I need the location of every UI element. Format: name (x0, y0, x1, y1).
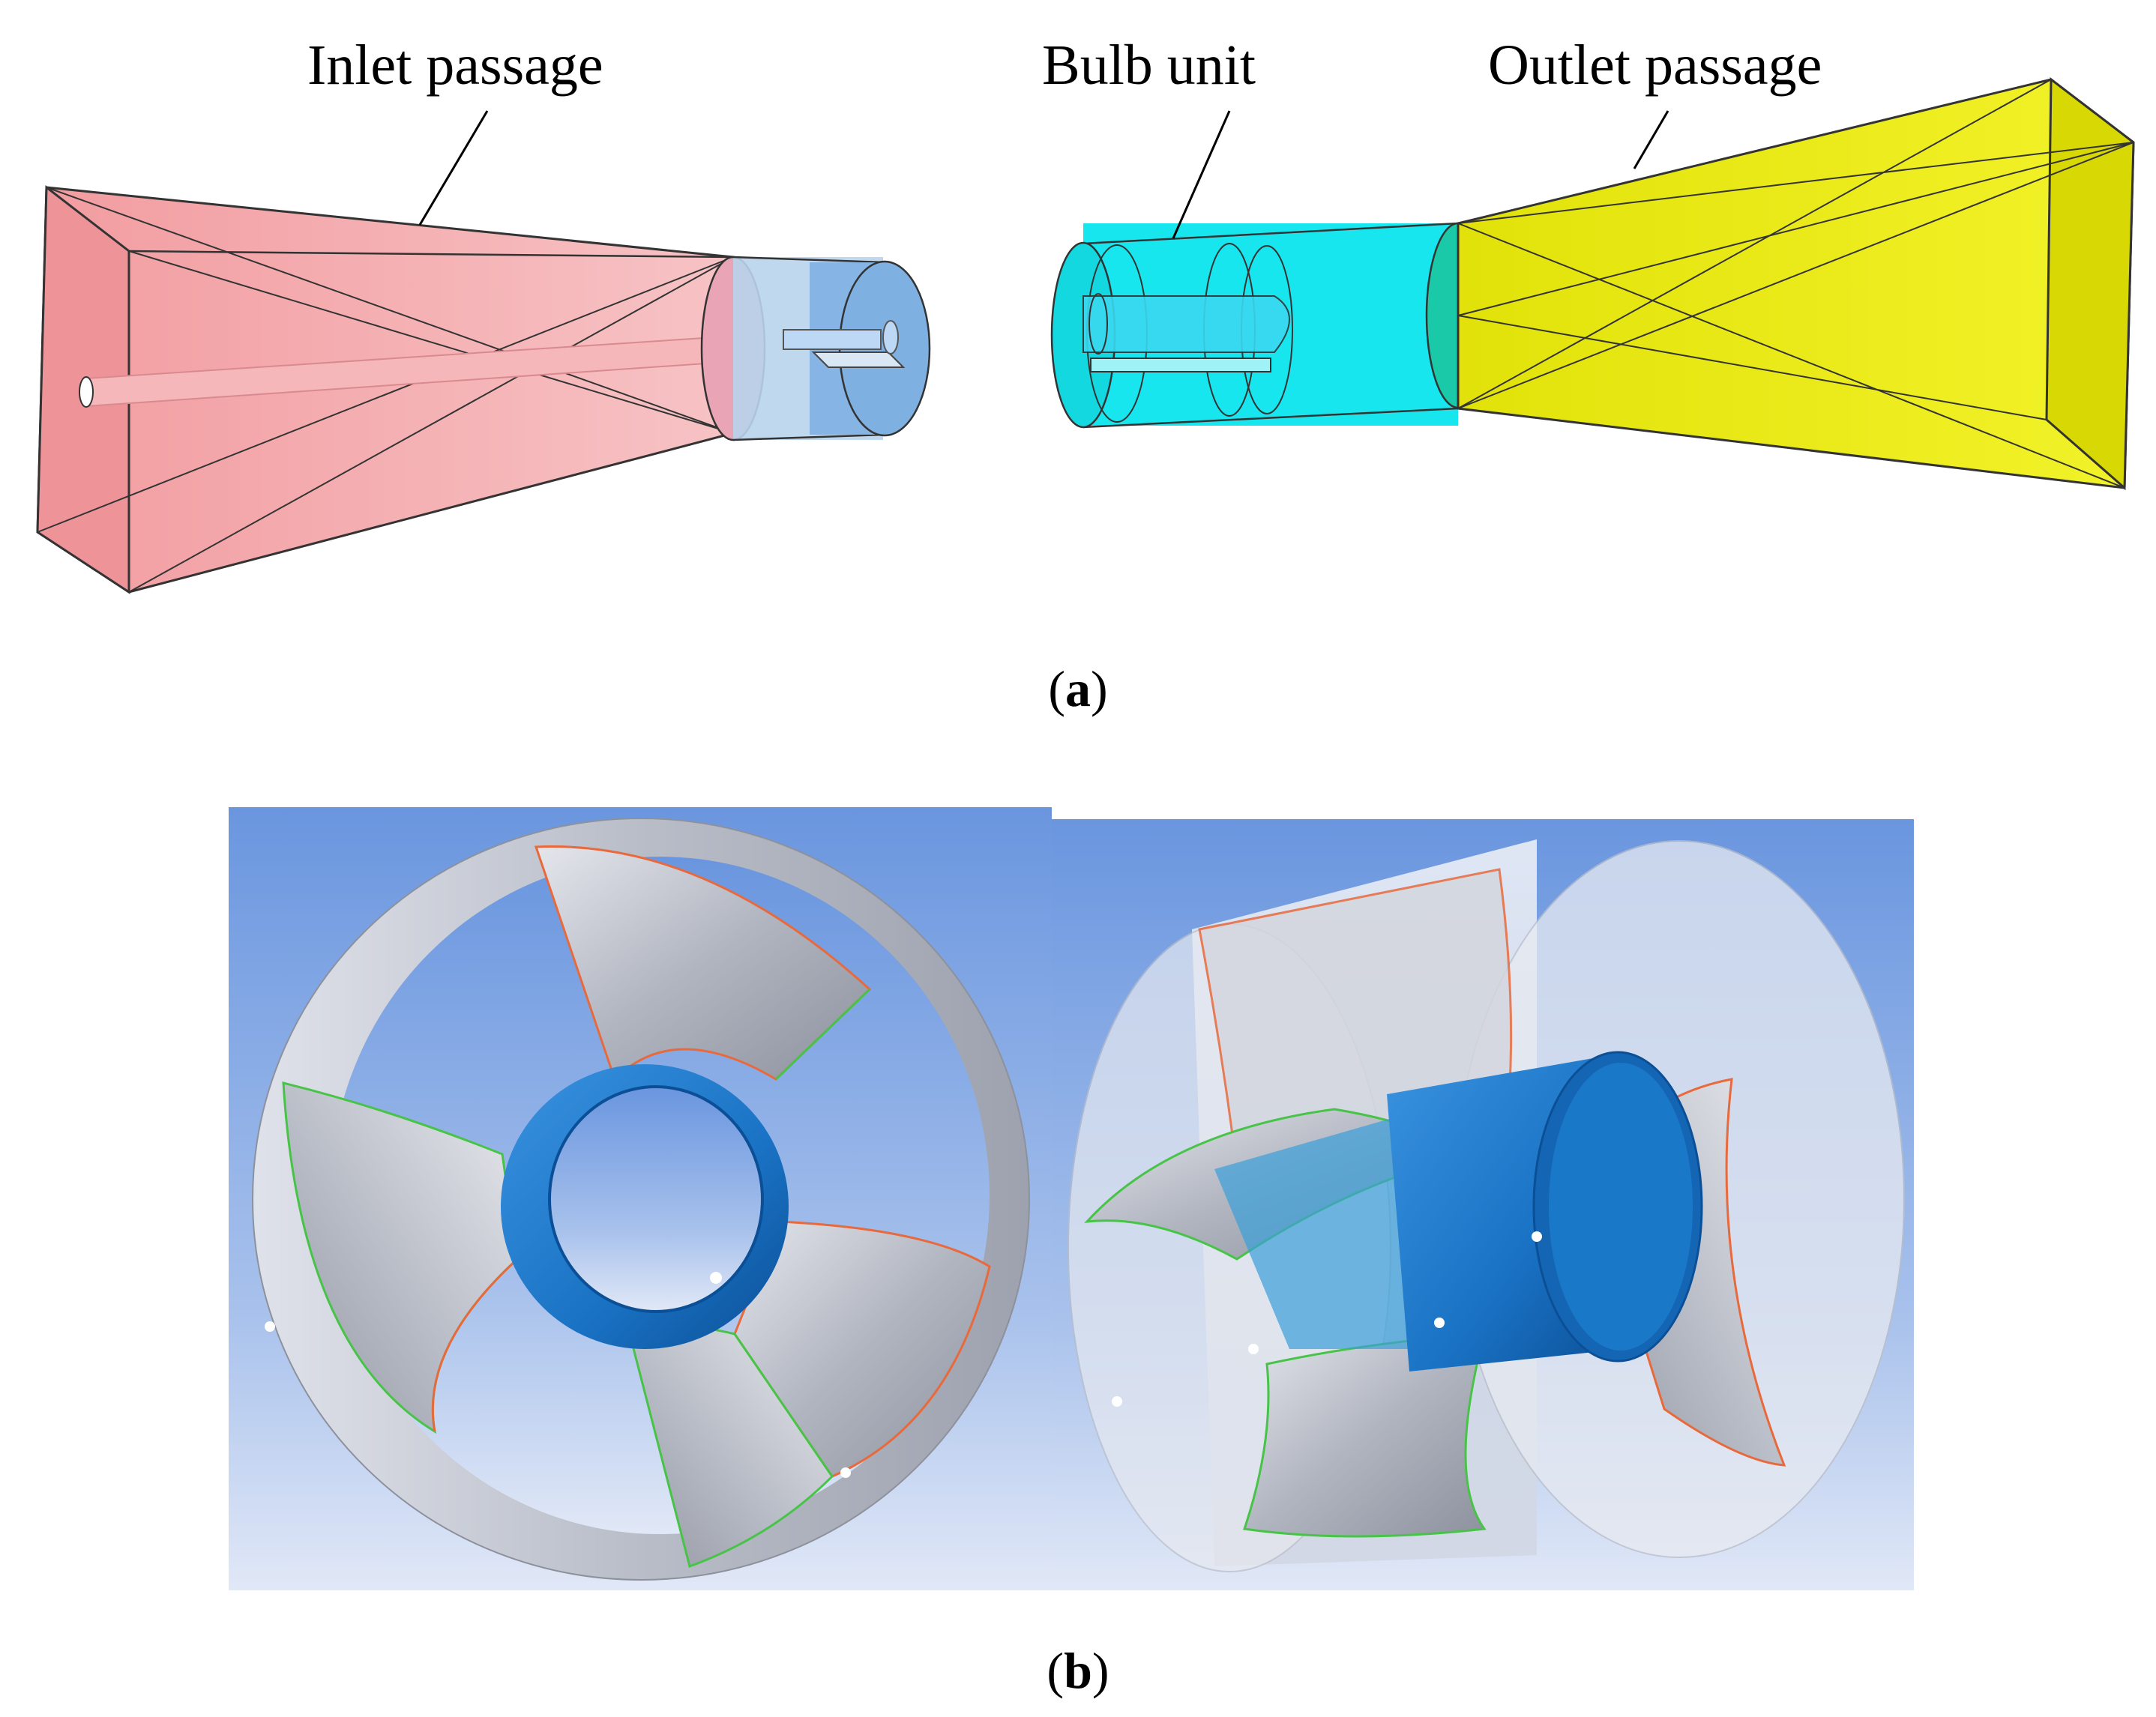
outlet-passage-label: Outlet passage (1488, 34, 1822, 97)
figure-a: Inlet passage Bulb unit Outlet passage (36, 34, 2135, 594)
blade-top (534, 845, 872, 1081)
bulb-leader-line (1172, 110, 1231, 239)
caption-b: (b) (1047, 1642, 1109, 1699)
caption-a-letter: a (1065, 660, 1091, 717)
inlet-passage-label: Inlet passage (307, 34, 603, 97)
blade-right (733, 1220, 991, 1478)
figure-b-right-impeller (1052, 819, 1914, 1590)
outlet-leader-line (1633, 110, 1669, 169)
bulb-unit-shape (1050, 222, 1491, 429)
caption-b-letter: b (1064, 1642, 1092, 1699)
outlet-passage-shape (1457, 76, 2135, 491)
figure-b-left-impeller (229, 807, 1052, 1590)
inlet-passage-shape (36, 185, 766, 594)
impeller-housing-shape (732, 256, 931, 441)
bulb-unit-label: Bulb unit (1042, 34, 1256, 97)
inlet-leader-line (418, 110, 489, 226)
caption-a: (a) (1048, 660, 1108, 717)
